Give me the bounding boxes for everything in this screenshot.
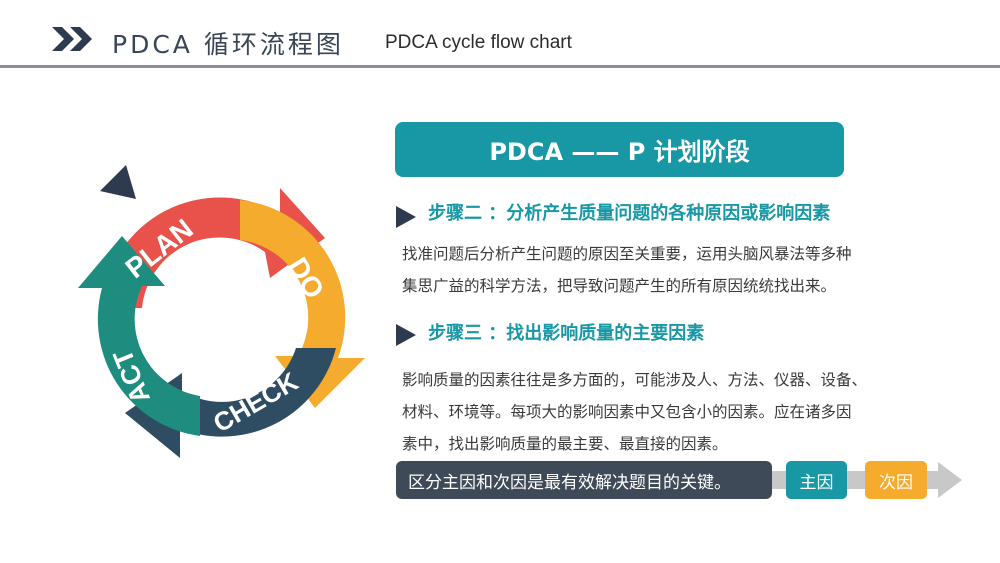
phase-banner: PDCA —— P 计划阶段 bbox=[395, 122, 844, 177]
step-two-line: 集思广益的科学方法，把导致问题产生的所有原因统统找出来。 bbox=[402, 277, 837, 295]
page-title: PDCA 循环流程图 bbox=[112, 30, 344, 59]
primary-cause-tag: 主因 bbox=[786, 461, 847, 499]
step-three-line: 材料、环境等。每项大的影响因素中又包含小的因素。应在诸多因 bbox=[402, 403, 852, 421]
step-marker-icon bbox=[396, 324, 416, 346]
double-chevron-icon bbox=[52, 27, 92, 51]
pdca-cycle-diagram: PLAN DO CHECK ACT bbox=[78, 188, 365, 458]
step-two-title: 步骤二 ：分析产生质量问题的各种原因或影响因素 bbox=[428, 203, 831, 224]
triangle-marker-icon bbox=[100, 165, 136, 199]
key-statement: 区分主因和次因是最有效解决题目的关键。 bbox=[396, 461, 772, 499]
step-two-line: 找准问题后分析产生问题的原因至关重要，运用头脑风暴法等多种 bbox=[402, 245, 852, 263]
step-three-line: 素中，找出影响质量的最主要、最直接的因素。 bbox=[402, 435, 728, 453]
step-three-line: 影响质量的因素往往是多方面的，可能涉及人、方法、仪器、设备、 bbox=[402, 371, 868, 389]
step-three-description: 影响质量的因素往往是多方面的，可能涉及人、方法、仪器、设备、 材料、环境等。每项… bbox=[402, 364, 867, 460]
secondary-cause-tag: 次因 bbox=[865, 461, 927, 499]
step-two-description: 找准问题后分析产生问题的原因至关重要，运用头脑风暴法等多种 集思广益的科学方法，… bbox=[402, 238, 852, 302]
page-subtitle: PDCA cycle flow chart bbox=[385, 32, 572, 53]
header-divider bbox=[0, 65, 1000, 68]
header: PDCA 循环流程图 PDCA cycle flow chart bbox=[0, 0, 1000, 70]
do-segment bbox=[240, 200, 365, 408]
step-marker-icon bbox=[396, 206, 416, 228]
act-segment bbox=[78, 236, 200, 436]
step-three-title: 步骤三 ：找出影响质量的主要因素 bbox=[428, 323, 705, 344]
